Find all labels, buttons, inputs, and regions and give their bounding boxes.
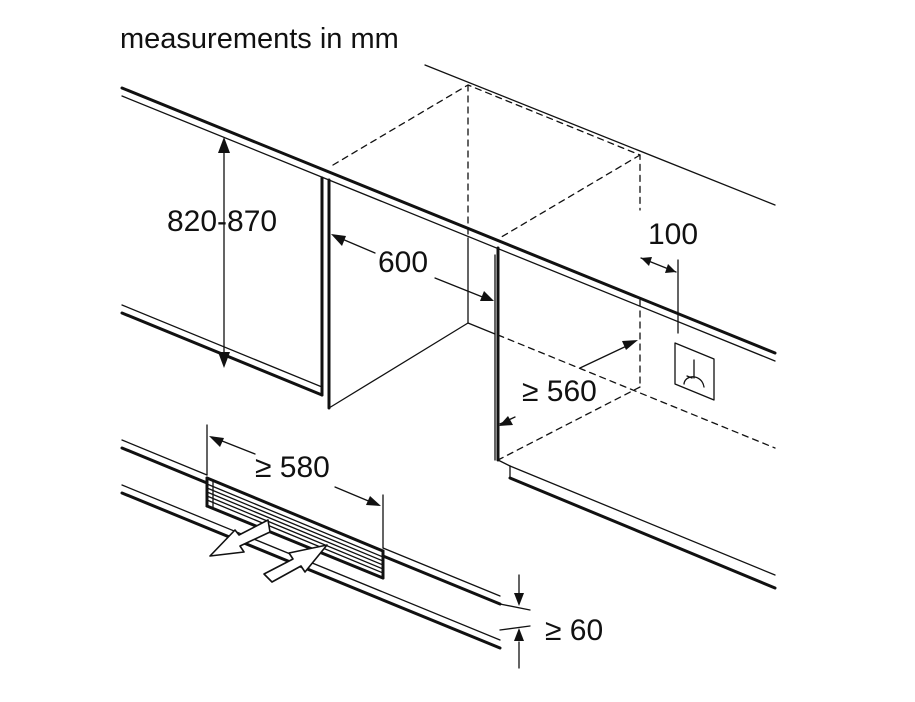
- diagram-title: measurements in mm: [120, 23, 399, 55]
- right-cabinet: [496, 246, 777, 590]
- depth-dimension: [331, 234, 494, 301]
- niche-width-dimension: [499, 340, 638, 426]
- clearance-dimension: [640, 257, 679, 334]
- niche-width-label: ≥ 560: [522, 375, 597, 408]
- air-inflow-arrow-icon: [263, 544, 328, 583]
- appliance-outline: [332, 84, 776, 461]
- clearance-label: 100: [648, 218, 699, 251]
- vent-width-label: ≥ 580: [255, 451, 330, 484]
- ventilation-grille: [205, 476, 385, 580]
- vent-height-label: ≥ 60: [545, 614, 604, 647]
- vent-width-dimension: [206, 424, 384, 549]
- depth-label: 600: [378, 246, 429, 279]
- height-dimension: [218, 137, 230, 368]
- vent-height-dimension: [499, 574, 531, 669]
- plinth: [120, 439, 502, 650]
- height-label: 820-870: [167, 205, 278, 238]
- air-outflow-arrow-icon: [209, 519, 271, 557]
- niche: [327, 178, 496, 461]
- power-socket-icon: [674, 342, 715, 401]
- worktop: [120, 64, 777, 362]
